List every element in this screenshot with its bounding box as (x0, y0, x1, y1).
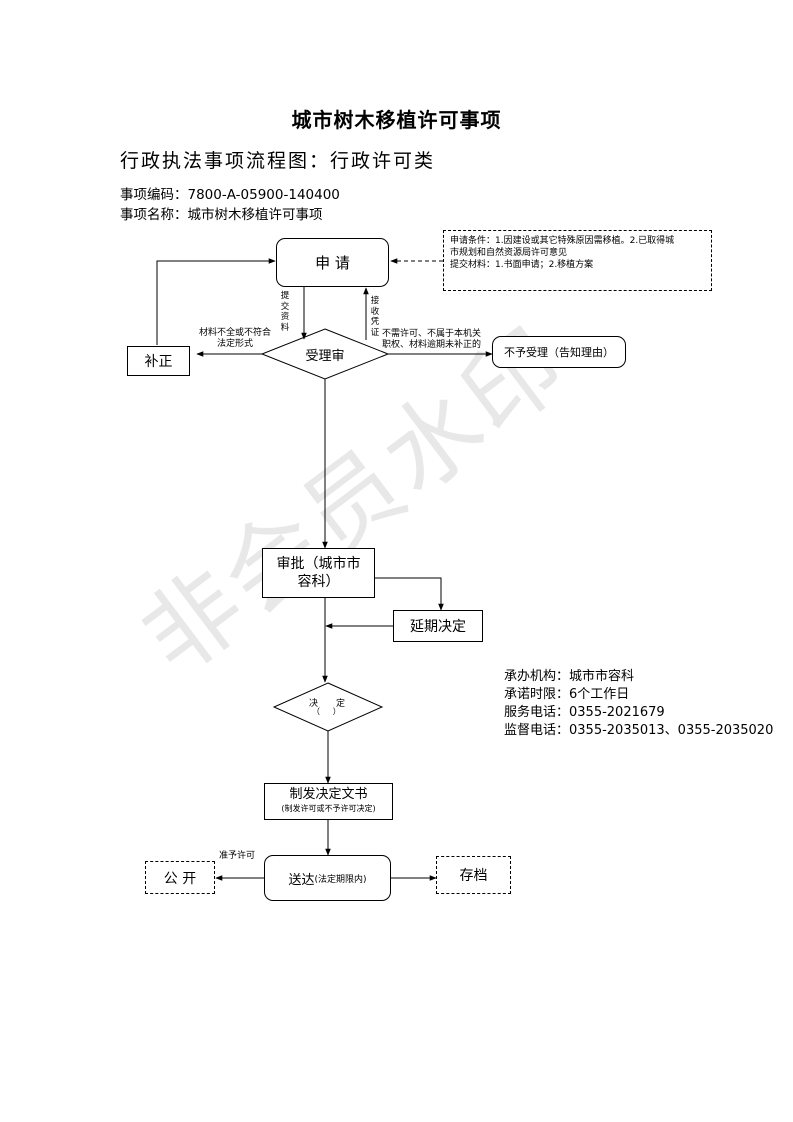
decision-label-c: （ ） (312, 707, 341, 716)
label-receive: 接收凭证 (370, 296, 380, 338)
info-supervise-phone: 监督电话：0355-2035013、0355-2035020 (504, 723, 774, 738)
node-approval: 审批（城市市容科） (262, 548, 375, 598)
conditions-box: 申请条件：1.因建设或其它特殊原因需移植。2.已取得城 市规划和自然资源局许可意… (443, 230, 712, 291)
node-deliver: 送达 (法定期限内) (264, 855, 391, 901)
issue-note: (制发许可或不予许可决定) (281, 804, 376, 813)
node-accept-review: 受理审 (305, 349, 345, 364)
document-title: 城市树木移植许可事项 (291, 108, 502, 132)
node-extension: 延期决定 (393, 610, 483, 642)
node-correction: 补正 (127, 346, 190, 376)
item-code: 事项编码：7800-A-05900-140400 (120, 187, 340, 203)
flowchart-subtitle: 行政执法事项流程图：行政许可类 (120, 150, 436, 172)
label-not-acceptable-2: 职权、材料逾期未补正的 (382, 340, 482, 350)
node-apply: 申 请 (276, 238, 389, 287)
deliver-label: 送达 (288, 872, 315, 888)
issue-label: 制发决定文书 (289, 787, 368, 802)
conditions-line-2: 市规划和自然资源局许可意见 (450, 248, 568, 258)
label-not-acceptable-1: 不需许可、不属于本机关 (382, 329, 482, 339)
conditions-line-3: 提交材料：1.书面申请；2.移植方案 (450, 260, 594, 270)
label-grant: 准予许可 (219, 851, 256, 861)
conditions-line-1: 申请条件：1.因建设或其它特殊原因需移植。2.已取得城 (450, 236, 675, 246)
item-name: 事项名称：城市树木移植许可事项 (120, 207, 323, 223)
node-publish: 公 开 (145, 861, 215, 894)
decision-label-b: 定 (336, 699, 346, 709)
deliver-note: (法定期限内) (314, 874, 367, 885)
info-agency: 承办机构：城市市容科 (504, 669, 635, 684)
node-issue: 制发决定文书 (制发许可或不予许可决定) (264, 783, 393, 820)
node-reject: 不予受理（告知理由） (492, 336, 626, 368)
edge-correction-loop (156, 258, 276, 345)
info-service-phone: 服务电话：0355-2021679 (504, 705, 665, 720)
label-submit: 提交资料 (280, 291, 290, 333)
node-archive: 存档 (436, 856, 511, 894)
edge-to-extension (375, 577, 444, 611)
info-deadline: 承诺时限：6个工作日 (504, 687, 630, 702)
label-incomplete: 材料不全或不符合法定形式 (198, 328, 271, 349)
decision-label-a: 决 (309, 699, 319, 709)
